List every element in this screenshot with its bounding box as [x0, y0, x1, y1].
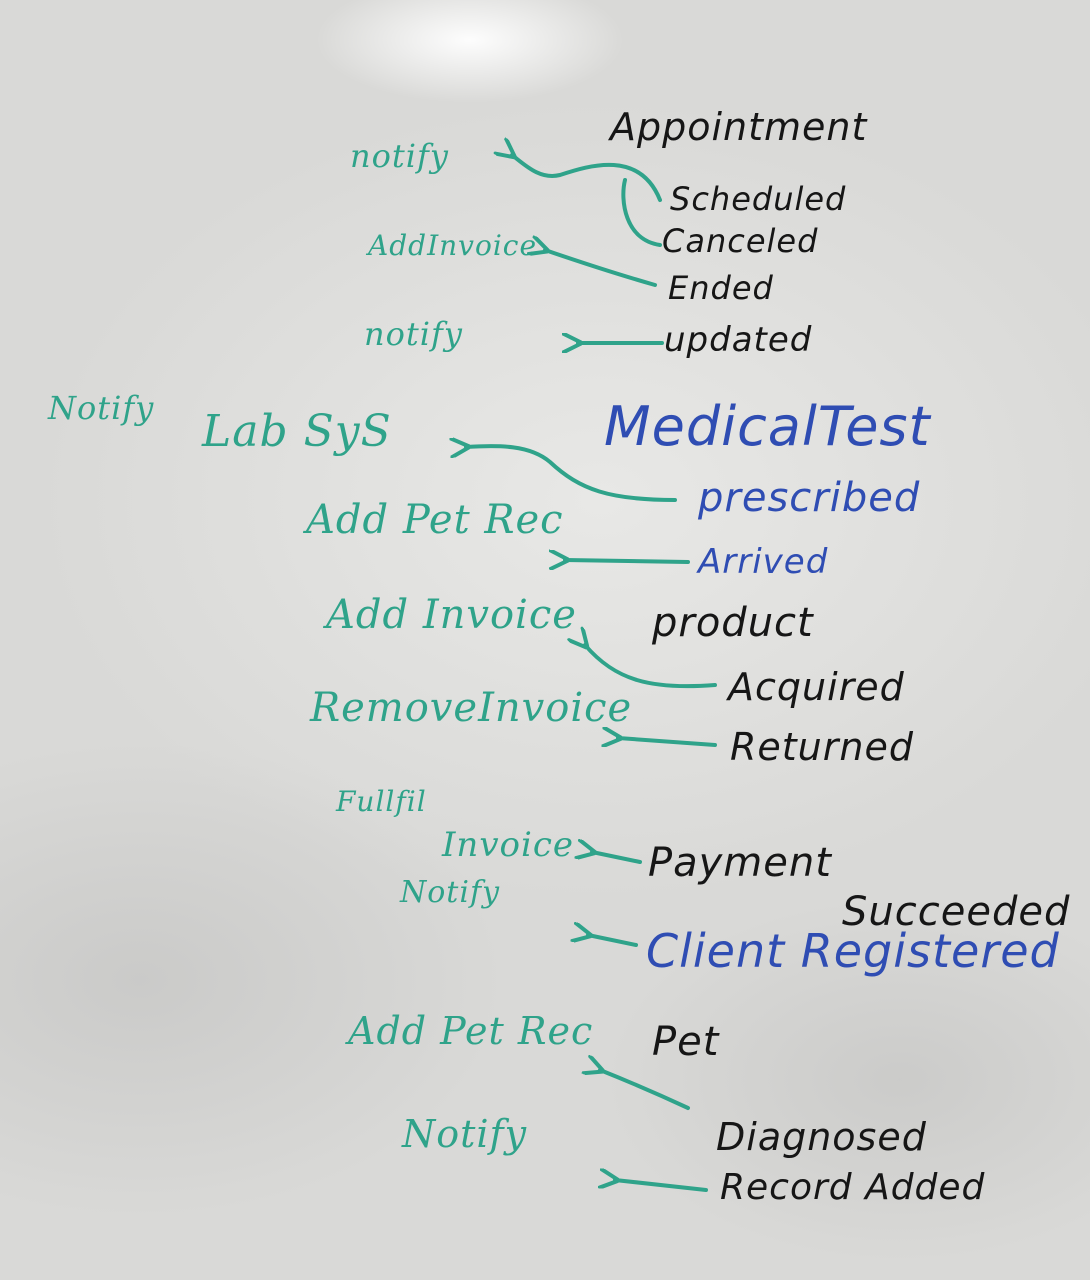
arrow-returned-to-remove-invoice — [618, 738, 717, 745]
arrow-acquired-to-add-invoice — [585, 645, 717, 689]
product-heading: product — [652, 600, 814, 646]
action-notify: Notify — [402, 1112, 528, 1156]
action-notify: notify — [364, 315, 463, 353]
event-record-added: Record Added — [720, 1167, 986, 1208]
action-notify: Notify — [48, 389, 155, 427]
arrow-payment-to-invoice — [592, 852, 642, 864]
event-acquired: Acquired — [728, 665, 905, 709]
event-returned: Returned — [730, 725, 914, 769]
action-add-invoice: AddInvoice — [368, 229, 538, 262]
action-notify: Notify — [400, 875, 501, 910]
action-add-pet-rec: Add Pet Rec — [348, 1009, 594, 1053]
event-client-registered: Client Registered — [646, 924, 1060, 978]
appointment-heading: Appointment — [610, 105, 868, 149]
event-scheduled: Scheduled — [670, 180, 847, 218]
arrow-canceled-to-notify — [621, 178, 662, 247]
medical-test-heading: MedicalTest — [604, 395, 931, 458]
event-diagnosed: Diagnosed — [716, 1115, 927, 1159]
event-succeeded: Succeeded — [842, 889, 1071, 935]
arrow-scheduled-to-notify — [512, 155, 662, 202]
action-add-invoice: Add Invoice — [326, 592, 577, 638]
event-arrived: Arrived — [698, 542, 829, 582]
arrow-record-added-to-notify — [615, 1180, 708, 1192]
pet-heading: Pet — [652, 1019, 720, 1065]
event-ended: Ended — [668, 269, 774, 307]
action-add-pet-rec: Add Pet Rec — [306, 497, 564, 543]
action-fullfil: Fullfil — [336, 785, 427, 818]
action-remove-invoice: RemoveInvoice — [310, 685, 633, 731]
arrow-diagnosed-to-add-pet-rec — [600, 1070, 690, 1110]
event-prescribed: prescribed — [698, 475, 921, 521]
action-invoice: Invoice — [442, 825, 575, 865]
action-notify: notify — [350, 137, 449, 175]
arrow-client-registered-to-notify — [588, 935, 638, 947]
arrow-prescribed-to-lab-sys — [466, 446, 677, 502]
arrow-arrived-to-add-pet-rec — [565, 560, 690, 562]
event-updated: updated — [664, 320, 813, 360]
arrow-ended-to-add-invoice — [545, 250, 657, 287]
event-canceled: Canceled — [662, 222, 819, 260]
event-payment: Payment — [648, 840, 832, 886]
action-lab-sys: Lab SyS — [202, 406, 392, 457]
